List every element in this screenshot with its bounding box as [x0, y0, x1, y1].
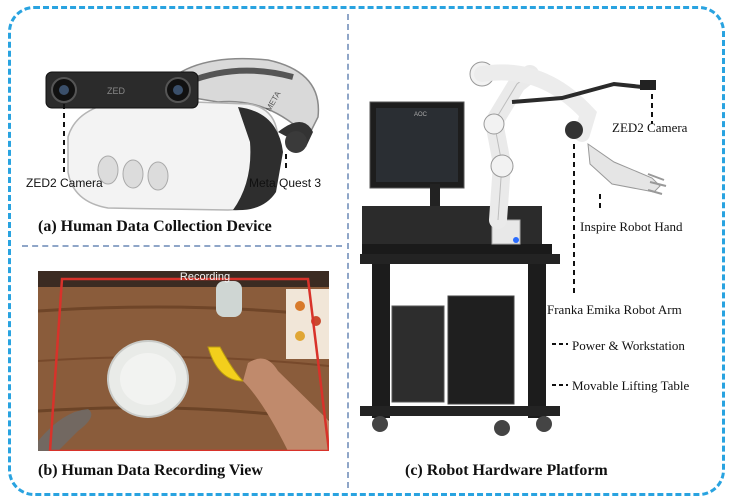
caption-b: (b) Human Data Recording View [38, 462, 263, 479]
robot-platform-photo: AOC [352, 44, 724, 456]
recording-view-photo [38, 271, 329, 451]
label-franka-emika-robot-arm: Franka Emika Robot Arm [547, 302, 682, 317]
label-power-workstation: Power & Workstation [572, 338, 685, 353]
label-movable-lifting-table: Movable Lifting Table [572, 378, 690, 393]
label-zed2-camera-a: ZED2 Camera [26, 176, 103, 190]
label-zed2-camera-c: ZED2 Camera [612, 120, 688, 135]
caption-a: (a) Human Data Collection Device [38, 218, 272, 235]
vertical-divider [347, 14, 349, 488]
outer-dashed-frame [8, 6, 725, 496]
recording-indicator: Recording [179, 271, 231, 283]
caption-c: (c) Robot Hardware Platform [405, 462, 608, 479]
label-inspire-robot-hand: Inspire Robot Hand [580, 219, 683, 234]
camera-brand-mark: ZED [107, 86, 126, 96]
horizontal-divider [22, 245, 342, 247]
headset-photo: ZED META [38, 42, 328, 222]
monitor-brand-mark: AOC [414, 112, 428, 118]
label-meta-quest-3: Meta Quest 3 [249, 176, 322, 190]
